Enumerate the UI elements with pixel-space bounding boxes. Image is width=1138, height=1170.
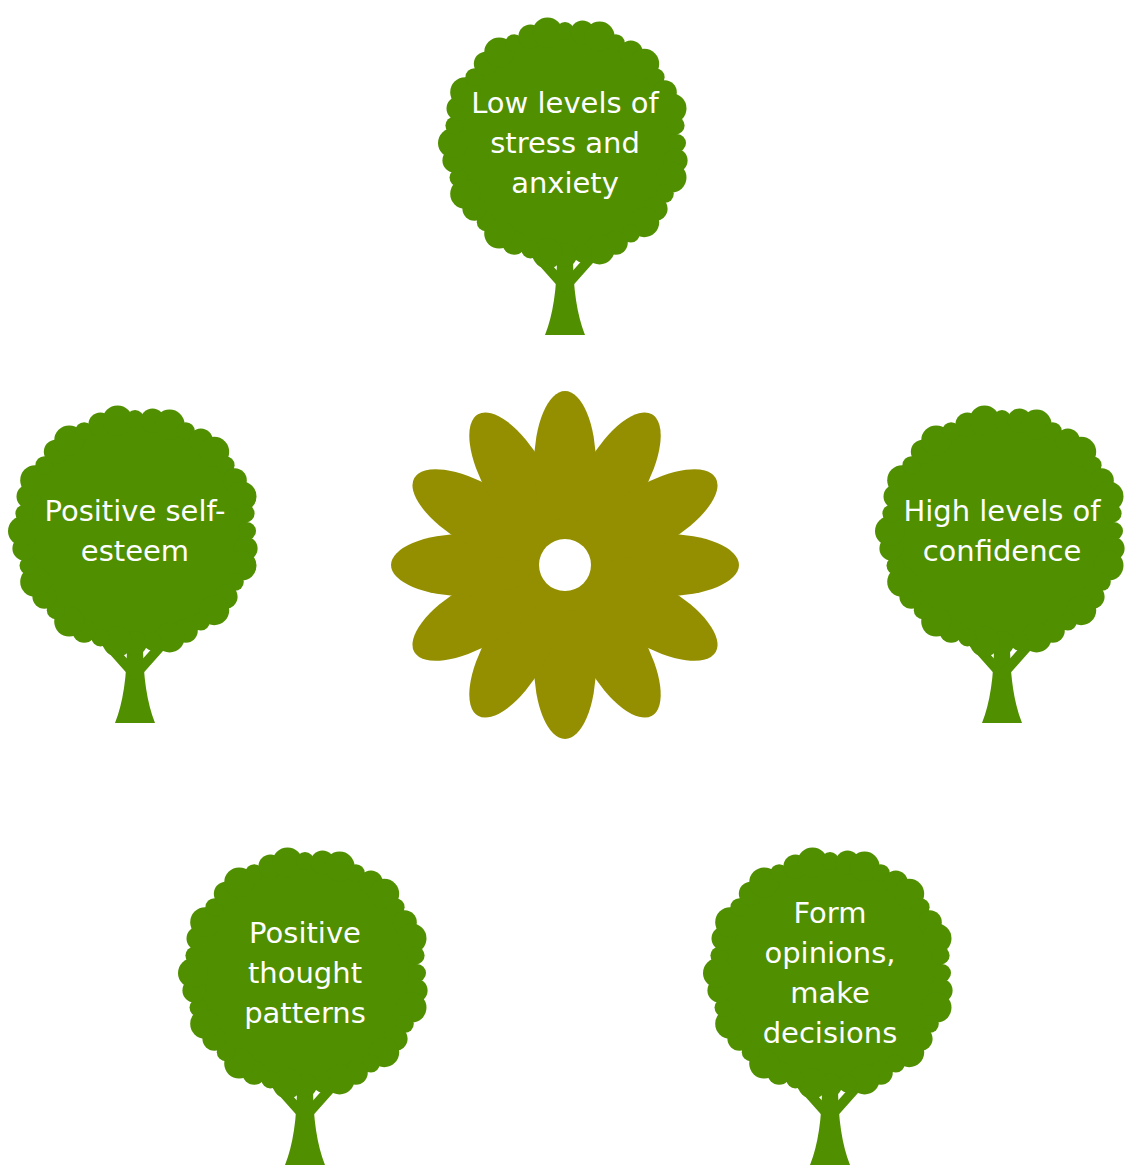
tree-text-box: Positive thought patterns	[205, 913, 405, 1033]
tree-label: High levels of confidence	[903, 494, 1100, 568]
tree-node: Low levels of stress and anxiety	[435, 5, 695, 335]
tree-node: Form opinions, make decisions	[700, 835, 960, 1165]
tree-label: Positive thought patterns	[244, 916, 366, 1030]
tree-text-box: Low levels of stress and anxiety	[465, 83, 665, 203]
canopy-bump	[237, 505, 255, 523]
canopy-bump	[667, 117, 685, 135]
tree-text-box: Positive self-esteem	[35, 491, 235, 571]
canopy-bump	[932, 947, 950, 965]
canopy-bump	[407, 947, 425, 965]
tree-canopy	[718, 861, 942, 1085]
tree-label: Low levels of stress and anxiety	[471, 86, 659, 200]
tree-fill	[8, 405, 258, 723]
tree-label: Form opinions, make decisions	[763, 896, 898, 1050]
tree-canopy	[193, 861, 417, 1085]
tree-canopy	[23, 419, 247, 643]
tree-node: Positive thought patterns	[175, 835, 435, 1165]
tree-text-box: Form opinions, make decisions	[730, 893, 930, 1053]
tree-node: Positive self-esteem	[5, 393, 265, 723]
tree-fill	[438, 17, 688, 335]
tree-canopy	[890, 419, 1114, 643]
tree-fill	[703, 847, 953, 1165]
tree-label: Positive self-esteem	[44, 494, 225, 568]
canopy-bump	[1104, 505, 1122, 523]
tree-node: High levels of confidence	[872, 393, 1132, 723]
tree-canopy	[453, 31, 677, 255]
tree-fill	[875, 405, 1125, 723]
tree-fill	[178, 847, 428, 1165]
tree-text-box: High levels of confidence	[902, 491, 1102, 571]
